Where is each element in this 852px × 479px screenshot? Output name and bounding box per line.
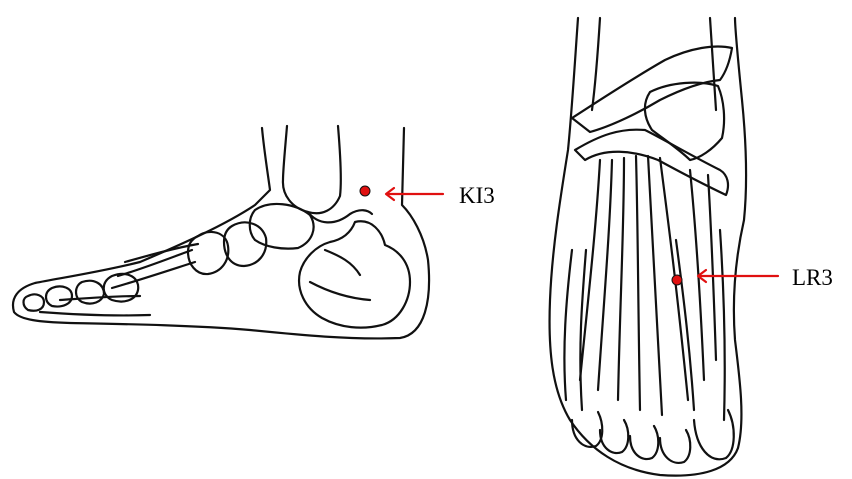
- toe-bone-2: [76, 281, 104, 304]
- retinaculum-loop: [645, 83, 724, 160]
- metatarsal-c: [676, 240, 694, 410]
- top-tibia-line: [592, 18, 600, 110]
- metatarsal-d: [720, 230, 725, 420]
- toe-bone-4: [24, 294, 45, 310]
- calcaneus-bone: [299, 221, 410, 327]
- foot-top-view: [550, 18, 778, 476]
- lr3-label: LR3: [792, 265, 833, 290]
- top-fibula-line: [710, 18, 716, 110]
- side-foot-outline: [13, 128, 429, 338]
- cuneiform-bone: [188, 232, 228, 274]
- tendon-5: [648, 156, 662, 415]
- foot-side-view: [13, 126, 443, 338]
- toe-tip-4: [660, 430, 690, 463]
- ki3-label: KI3: [459, 183, 495, 208]
- lr3-point: [672, 275, 682, 285]
- tendon-8: [708, 175, 716, 360]
- toe-tip-2: [600, 420, 628, 453]
- metatarsal-a: [564, 250, 572, 400]
- lr3-arrow: [698, 270, 778, 282]
- toe-bone-3: [46, 286, 72, 306]
- tendon-1: [580, 160, 600, 380]
- toe-tip-3: [630, 426, 658, 459]
- calcaneus-detail: [310, 250, 370, 300]
- toe-tip-5: [694, 410, 734, 459]
- tibia-bone: [283, 126, 341, 213]
- tendon-4: [636, 156, 640, 410]
- tendon-2: [598, 160, 612, 390]
- tendon-3: [618, 158, 624, 400]
- ki3-arrow: [386, 188, 443, 200]
- ki3-point: [360, 186, 370, 196]
- navicular-bone: [224, 222, 266, 266]
